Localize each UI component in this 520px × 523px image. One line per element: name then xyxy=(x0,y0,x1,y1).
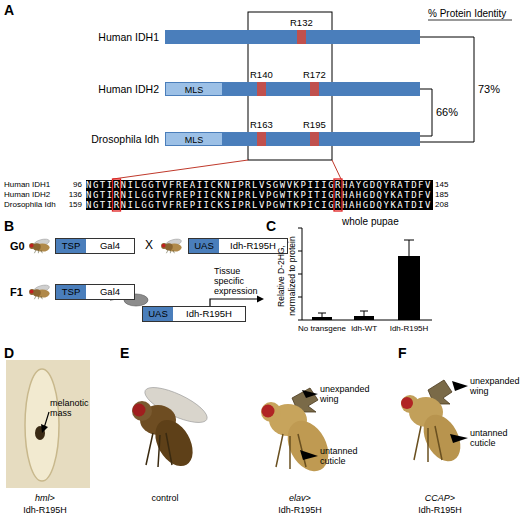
sequence-name: Drosophila Idh xyxy=(4,200,56,210)
genotype-transgene: Idh-R195H xyxy=(405,505,475,516)
mls-label: MLS xyxy=(166,133,222,147)
sequence: NGTIRNILGGTVFREPIICKSIPRLVPGWTKPICIGRHAH… xyxy=(86,200,433,210)
callout-text: unexpanded wing xyxy=(470,376,518,396)
protein-name: Human IDH1 xyxy=(98,30,159,44)
axis-category: Idh-R195H xyxy=(384,324,434,334)
genotype-transgene: Idh-R195H xyxy=(10,505,80,516)
callout-text: untanned cuticle xyxy=(470,428,518,448)
identity-value: 66% xyxy=(436,106,458,118)
mls-label: MLS xyxy=(166,83,222,97)
panel-letter: F xyxy=(398,345,407,362)
gene-segment: Gal4 xyxy=(86,285,134,299)
axis-category: Idh-WT xyxy=(344,324,384,334)
residue-number: 96 xyxy=(62,180,82,190)
panel-letter: A xyxy=(4,2,14,19)
residue-label: R163 xyxy=(250,119,273,131)
mutation-mark xyxy=(257,132,266,146)
sequence-name: Human IDH1 xyxy=(4,180,50,190)
residue-label: R140 xyxy=(250,69,273,81)
mutant-fly xyxy=(401,380,468,468)
residue-number: 208 xyxy=(435,200,448,210)
generation-label: F1 xyxy=(10,286,23,299)
panel-letter: D xyxy=(4,345,14,362)
arrow-head xyxy=(257,296,264,303)
axis-title: Relative D-2HG, normalized to protein xyxy=(276,228,300,324)
protein-name: Human IDH2 xyxy=(98,82,159,96)
promoter-segment: UAS xyxy=(189,239,219,253)
construct-box: TSPGal4 xyxy=(55,238,135,254)
identity-bracket xyxy=(420,89,432,136)
fly-icon xyxy=(29,284,50,300)
callout-text: unexpanded wing xyxy=(320,384,366,404)
residue-label: R172 xyxy=(303,69,326,81)
residue-label: R195 xyxy=(303,119,326,131)
fly-icon xyxy=(161,238,182,254)
promoter-segment: TSP xyxy=(56,285,86,299)
genotype-transgene: Idh-R195H xyxy=(265,505,335,516)
promoter-segment: UAS xyxy=(143,307,173,321)
protein-bar: Drosophila IdhR163R195MLS xyxy=(165,132,420,146)
promoter-segment: TSP xyxy=(56,239,86,253)
residue-number: 159 xyxy=(62,200,82,210)
protein-bar: Human IDH2R140R172MLS xyxy=(165,82,420,96)
expression-note: Tissue specific expression xyxy=(214,266,266,296)
underline xyxy=(428,20,512,21)
cross-symbol: X xyxy=(145,238,153,252)
leader-line xyxy=(113,160,248,179)
mutation-mark xyxy=(310,132,319,146)
chart-title: whole pupae xyxy=(342,216,399,228)
axis-category: No transgene xyxy=(297,324,347,334)
bar-chart xyxy=(298,228,432,320)
construct-box: UASIdh-R195H xyxy=(188,238,288,254)
genotype-label: control xyxy=(130,493,200,504)
control-fly xyxy=(132,381,211,473)
mutation-mark xyxy=(310,82,319,96)
panel-letter: C xyxy=(266,218,276,235)
genotype-driver: CCAP> xyxy=(405,493,475,504)
sequence-name: Human IDH2 xyxy=(4,190,50,200)
sequence: NGTIRNILGGTVFREPIICKNIPRLVPGWTKPITIGRHAH… xyxy=(86,190,433,200)
leader-line xyxy=(332,160,341,179)
gene-segment: Gal4 xyxy=(86,239,134,253)
protein-bar: Human IDH1R132 xyxy=(165,30,420,44)
gene-segment: Idh-R195H xyxy=(173,307,245,321)
residue-label: R132 xyxy=(290,17,313,29)
pupa-photo xyxy=(6,360,90,488)
residue-number: 136 xyxy=(62,190,82,200)
construct-box: UASIdh-R195H xyxy=(142,306,246,322)
sequence: NGTIRNILGGTVFREAIICKNIPRLVSGWVKPIIIGRHAY… xyxy=(86,180,433,190)
panel-letter: E xyxy=(120,345,129,362)
mutation-mark xyxy=(297,30,306,44)
fly-icon xyxy=(29,238,50,254)
genotype-driver: elav> xyxy=(265,493,335,504)
construct-box: TSPGal4 xyxy=(55,284,135,300)
callout-text: untanned cuticle xyxy=(320,446,366,466)
callout-text: melanotic mass xyxy=(50,398,92,418)
protein-name: Drosophila Idh xyxy=(91,132,159,146)
mls-segment: MLS xyxy=(165,82,223,96)
mutation-mark xyxy=(257,82,266,96)
expression-arrow xyxy=(210,299,258,306)
residue-number: 145 xyxy=(435,180,448,190)
generation-label: G0 xyxy=(10,240,25,253)
residue-number: 185 xyxy=(435,190,448,200)
mls-segment: MLS xyxy=(165,132,223,146)
column-heading: % Protein Identity xyxy=(428,8,506,20)
genotype-driver: hml> xyxy=(10,493,80,504)
identity-bracket xyxy=(420,37,474,142)
panel-letter: B xyxy=(4,218,14,235)
identity-value: 73% xyxy=(478,83,500,95)
